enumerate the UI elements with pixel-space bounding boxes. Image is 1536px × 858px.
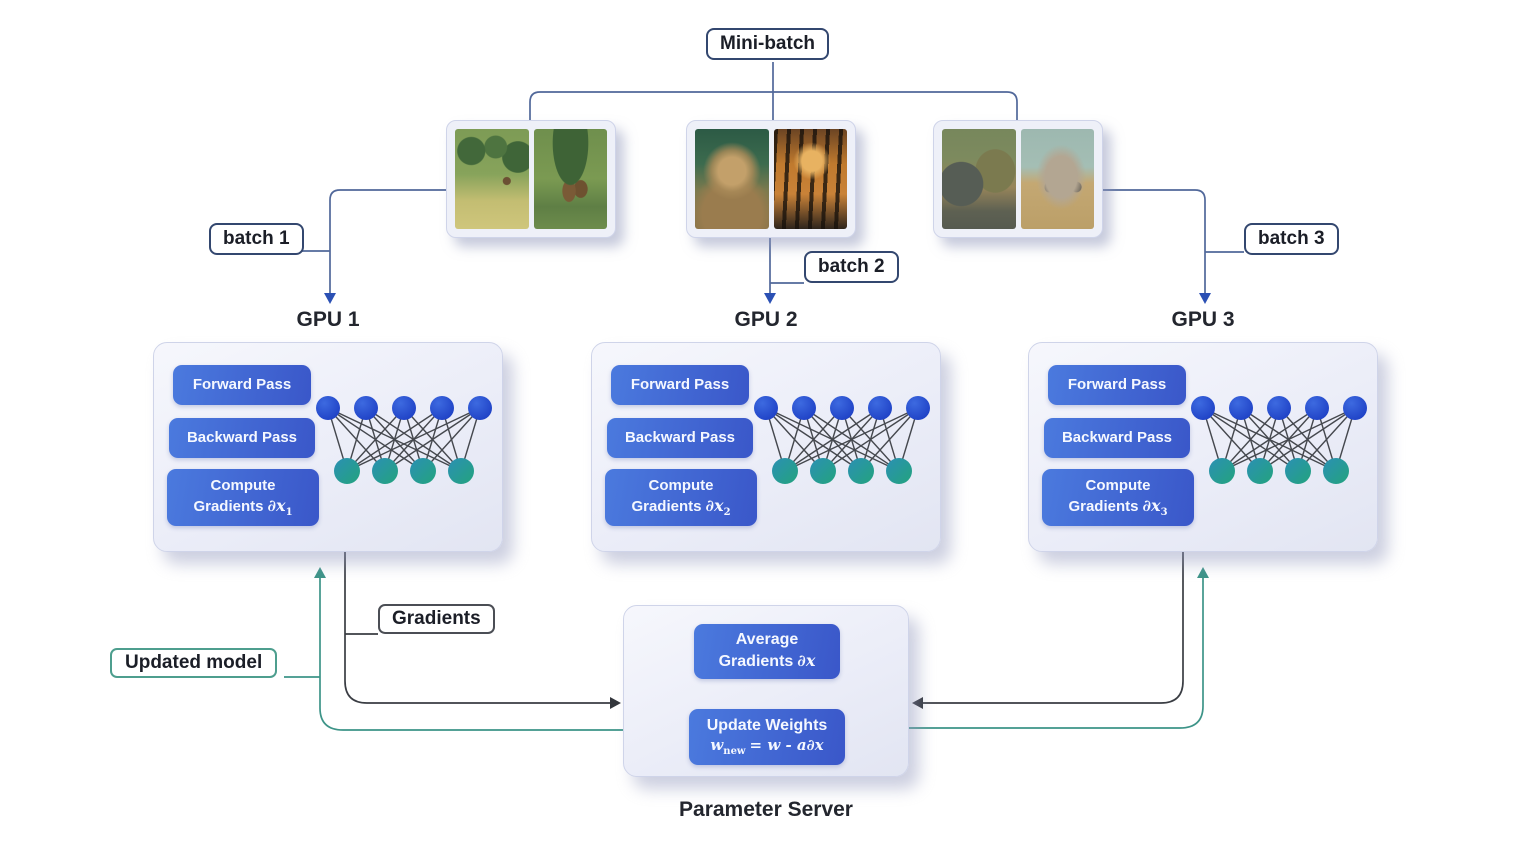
gpu3-title: GPU 3 <box>1171 308 1235 331</box>
gpu2-backward-pass-button: Backward Pass <box>607 418 753 458</box>
parameter-server-panel: Average Gradients ∂x Update Weights wnew… <box>623 605 909 777</box>
gpu1-backward-pass-button: Backward Pass <box>169 418 315 458</box>
gradients-label: Gradients <box>378 604 495 634</box>
minibatch-split-line <box>529 91 1018 120</box>
batch2-label: batch 2 <box>804 251 899 283</box>
parameter-server-title: Parameter Server <box>679 798 853 821</box>
gpu1-panel: Forward Pass Backward Pass Compute Gradi… <box>153 342 503 552</box>
gradients-right-arrowhead <box>912 697 923 709</box>
gpu3-backward-pass-button: Backward Pass <box>1044 418 1190 458</box>
gpu1-compute-gradients-button: Compute Gradients ∂x1 <box>167 469 319 526</box>
gpu1-gradient-math: ∂x1 <box>267 495 293 518</box>
gpu3-compute-gradients-button: Compute Gradients ∂x3 <box>1042 469 1194 526</box>
updated-model-right-line <box>909 578 1204 729</box>
gpu1-forward-pass-button: Forward Pass <box>173 365 311 405</box>
batch3-arrowhead <box>1199 293 1211 304</box>
gpu2-forward-pass-button: Forward Pass <box>611 365 749 405</box>
minibatch-label: Mini-batch <box>706 28 829 60</box>
gpu2-neural-network-diagram <box>754 396 930 484</box>
update-weights-button: Update Weights wnew = w - a∂x <box>689 709 845 765</box>
batch-card-3 <box>933 120 1103 238</box>
updated-model-left-arrowhead <box>314 567 326 578</box>
batch3-arrow-line <box>1102 189 1206 294</box>
batch1-arrowhead <box>324 293 336 304</box>
photo-safari-vehicles <box>942 129 1016 229</box>
gpu3-forward-pass-button: Forward Pass <box>1048 365 1186 405</box>
gpu1-title: GPU 1 <box>296 308 360 331</box>
batch1-label: batch 1 <box>209 223 304 255</box>
gradients-left-arrowhead <box>610 697 621 709</box>
photo-antelope <box>533 129 607 229</box>
batch-card-1 <box>446 120 616 238</box>
gpu3-panel: Forward Pass Backward Pass Compute Gradi… <box>1028 342 1378 552</box>
gpu2-gradient-math: ∂x2 <box>705 495 731 518</box>
gpu1-neural-network-diagram <box>316 396 492 484</box>
gpu2-title: GPU 2 <box>734 308 798 331</box>
update-weights-formula: wnew = w - a∂x <box>710 736 824 758</box>
photo-savanna-trees <box>455 129 529 229</box>
gpu3-neural-network-diagram <box>1191 396 1367 484</box>
batch2-arrowhead <box>764 293 776 304</box>
photo-zebras <box>1020 129 1094 229</box>
gpu2-panel: Forward Pass Backward Pass Compute Gradi… <box>591 342 941 552</box>
updated-model-right-arrowhead <box>1197 567 1209 578</box>
updated-model-left-line <box>319 578 623 731</box>
gpu3-gradient-math: ∂x3 <box>1142 495 1168 518</box>
updated-model-label: Updated model <box>110 648 278 678</box>
gradients-right-arrow-line <box>922 552 1184 704</box>
average-gradient-math: ∂x <box>797 651 816 670</box>
batch3-label: batch 3 <box>1244 223 1339 255</box>
gradients-left-arrow-line <box>344 552 611 704</box>
photo-lioness <box>695 129 769 229</box>
photo-tiger <box>773 129 847 229</box>
batch1-arrow-line <box>329 189 446 294</box>
average-gradients-button: Average Gradients ∂x <box>694 624 840 679</box>
batch-card-2 <box>686 120 856 238</box>
gpu2-compute-gradients-button: Compute Gradients ∂x2 <box>605 469 757 526</box>
